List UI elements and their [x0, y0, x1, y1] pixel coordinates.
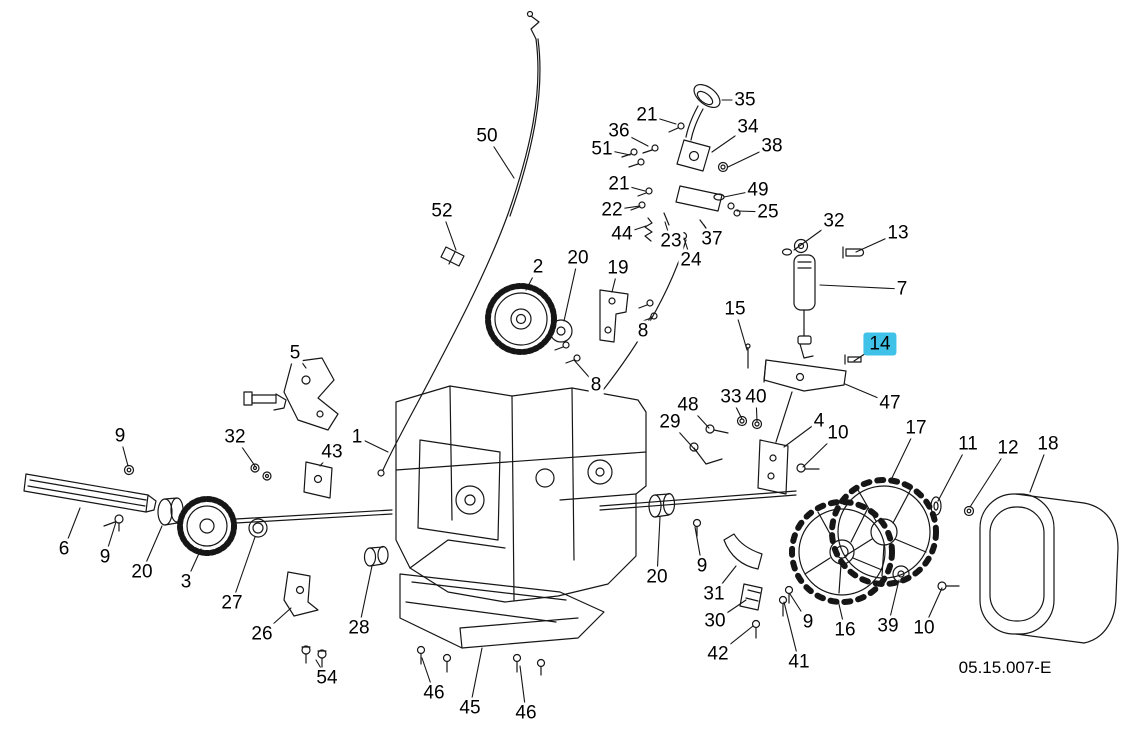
part-callout-30: 30 [702, 610, 728, 632]
control-cable-50 [377, 10, 541, 477]
part-callout-10: 10 [911, 617, 937, 639]
part-callout-19: 19 [605, 257, 631, 279]
part-callout-22: 22 [599, 199, 625, 221]
part-callout-51: 51 [589, 138, 615, 160]
part-callout-38: 38 [759, 135, 785, 157]
gear-3-assembly [157, 461, 389, 668]
part-callout-35: 35 [732, 89, 758, 111]
part-callout-9: 9 [112, 425, 128, 447]
part-callout-42: 42 [705, 643, 731, 665]
part-callout-5: 5 [287, 342, 303, 364]
part-callout-46: 46 [421, 682, 447, 704]
part-callout-36: 36 [606, 120, 632, 142]
part-callout-33: 33 [718, 386, 744, 408]
part-callout-20: 20 [129, 561, 155, 583]
part-callout-34: 34 [735, 116, 761, 138]
part-callout-27: 27 [219, 592, 245, 614]
part-callout-32: 32 [222, 426, 248, 448]
part-callout-9: 9 [800, 611, 816, 633]
part-callout-52: 52 [429, 200, 455, 222]
chassis-frame-1 [395, 385, 647, 603]
bracket-5 [243, 357, 339, 431]
part-callout-45: 45 [457, 697, 483, 719]
part-callout-18: 18 [1035, 433, 1061, 455]
part-callout-20: 20 [644, 566, 670, 588]
part-callout-7: 7 [894, 278, 910, 300]
part-callout-49: 49 [745, 179, 771, 201]
part-callout-23: 23 [658, 230, 684, 252]
part-callout-21: 21 [634, 104, 660, 126]
part-callout-37: 37 [699, 228, 725, 250]
input-shaft-6 [23, 464, 157, 532]
part-callout-26: 26 [249, 623, 275, 645]
part-callout-13: 13 [885, 222, 911, 244]
part-callout-8: 8 [588, 374, 604, 396]
part-callout-12: 12 [995, 437, 1021, 459]
part-callout-21: 21 [606, 173, 632, 195]
part-callout-39: 39 [875, 615, 901, 637]
part-callout-4: 4 [811, 410, 827, 432]
axle-shaft [235, 490, 797, 537]
part-callout-31: 31 [701, 583, 727, 605]
part-callout-6: 6 [56, 538, 72, 560]
part-callout-1: 1 [349, 426, 365, 448]
part-callout-9: 9 [694, 555, 710, 577]
part-callout-2: 2 [530, 256, 546, 278]
part-callout-54: 54 [314, 667, 340, 689]
baseplate-45 [399, 573, 605, 649]
drum-18 [979, 493, 1119, 644]
part-callout-16: 16 [832, 619, 858, 641]
part-callout-43: 43 [319, 441, 345, 463]
gear-2-assembly [485, 283, 658, 364]
part-callout-46: 46 [513, 702, 539, 724]
part-callout-48: 48 [675, 394, 701, 416]
wheel-assembly-16-17 [789, 477, 975, 605]
part-callout-40: 40 [743, 386, 769, 408]
part-callout-29: 29 [657, 411, 683, 433]
drawing-code: 05.15.007-E [958, 658, 1052, 677]
bracket-47 [745, 343, 862, 443]
part-callout-28: 28 [346, 617, 372, 639]
part-callout-44: 44 [609, 223, 635, 245]
part-callout-47: 47 [877, 392, 903, 414]
part-callout-50: 50 [474, 125, 500, 147]
part-callout-10: 10 [825, 422, 851, 444]
part-callout-8: 8 [635, 320, 651, 342]
part-callout-11: 11 [956, 433, 980, 455]
part-callout-32: 32 [821, 210, 847, 232]
bolts-46 [416, 645, 546, 676]
part-callout-24: 24 [678, 249, 704, 271]
part-callout-41: 41 [786, 651, 812, 673]
part-callout-15: 15 [722, 298, 748, 320]
part-callout-17: 17 [903, 417, 929, 439]
part-callout-9: 9 [97, 546, 113, 568]
part-callout-25: 25 [755, 201, 781, 223]
shock-absorber-7 [781, 238, 865, 359]
part-callout-14: 14 [863, 332, 897, 356]
part-callout-20: 20 [565, 247, 591, 269]
chute-bracket-31 [723, 533, 794, 639]
part-callout-3: 3 [178, 571, 194, 593]
